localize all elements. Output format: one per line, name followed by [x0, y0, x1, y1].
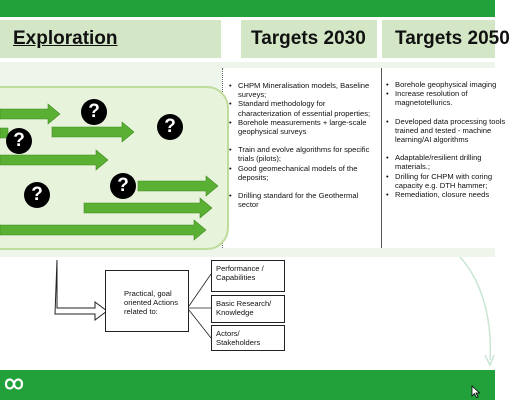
arrow-shape: [0, 149, 109, 171]
top-green-bar: [0, 0, 495, 17]
target-2030-item: Standard methodology for characterizatio…: [226, 99, 380, 117]
exploration-arrows: [0, 103, 219, 241]
bottom-green-bar: [0, 370, 495, 400]
target-2030-item: Borehole measurements + large-scale geop…: [226, 118, 380, 136]
exploration-header: Exploration: [0, 20, 221, 58]
question-mark-icon: ?: [110, 173, 136, 199]
connector-curve: [459, 256, 495, 367]
arrow-shape: [137, 175, 219, 197]
targets-2050-header: Targets 2050: [382, 20, 510, 58]
targets-2030-header: Targets 2030: [241, 20, 377, 58]
targets-2030-title: Targets 2030: [251, 28, 366, 49]
target-2030-item: Good geomechanical models of the deposit…: [226, 164, 380, 182]
basic-research-box: Basic Research/ Knowledge: [211, 295, 285, 323]
question-mark-icon: ?: [24, 182, 50, 208]
target-2050-item: Developed data processing tools trained …: [383, 117, 513, 145]
performance-box: Performance / Capabilities: [211, 260, 285, 292]
targets-2030-list: CHPM Mineralisation models, Baseline sur…: [226, 81, 380, 209]
question-mark-icon: ?: [81, 99, 107, 125]
target-2030-item: CHPM Mineralisation models, Baseline sur…: [226, 81, 380, 99]
question-mark-icon: ?: [6, 128, 32, 154]
targets-2050-title: Targets 2050: [395, 28, 510, 49]
target-2030-item: Drilling standard for the Geothermal sec…: [226, 191, 380, 209]
target-2050-item: Adaptable/resilient drilling materials.;: [383, 153, 513, 171]
connector-lines: [188, 273, 212, 339]
exploration-title: Exploration: [13, 28, 118, 49]
infinity-logo-icon: [4, 378, 24, 390]
target-2050-item: Increase resolution of magnetotellurics.: [383, 89, 513, 107]
arrow-shape: [51, 121, 135, 143]
actors-box: Actors/ Stakeholders: [211, 325, 285, 351]
arrow-shape: [0, 219, 207, 241]
target-2050-item: Borehole geophysical imaging: [383, 80, 513, 89]
question-mark-icon: ?: [157, 114, 183, 140]
arrow-shape: [83, 197, 213, 219]
arrow-shape: [0, 103, 61, 125]
target-2030-item: Train and evolve algorithms for specific…: [226, 145, 380, 163]
practical-actions-box: Practical, goal oriented Actions related…: [105, 270, 189, 332]
target-2050-item: Drilling for CHPM with coring capacity e…: [383, 172, 513, 190]
target-2050-item: Remediation, closure needs: [383, 190, 513, 199]
mouse-pointer-icon: [471, 385, 481, 399]
targets-2050-list: Borehole geophysical imaging Increase re…: [383, 80, 513, 199]
